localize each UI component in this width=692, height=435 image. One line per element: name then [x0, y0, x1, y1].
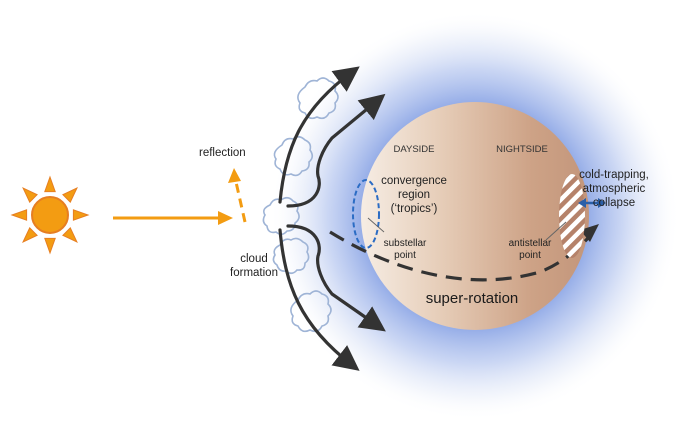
sun-ray	[22, 227, 38, 243]
cold-trap-label-line1: cold-trapping,	[579, 169, 649, 181]
sun-ray	[62, 227, 78, 243]
convergence-label-line3: (‘tropics’)	[391, 203, 438, 215]
nightside-label: NIGHTSIDE	[496, 144, 548, 155]
antistellar-label-line1: antistellar	[509, 238, 552, 249]
convergence-label-line2: region	[398, 189, 430, 201]
cloud-label-line1: cloud	[240, 253, 268, 265]
sun-ray	[62, 187, 78, 203]
cold-trap-label-line3: collapse	[593, 197, 635, 209]
reflection-arrow	[228, 168, 247, 223]
convergence-region	[352, 179, 380, 249]
substellar-label-line1: substellar	[384, 238, 427, 249]
cloud-label-line2: formation	[230, 267, 278, 279]
sun-ray	[72, 209, 90, 221]
antistellar-label-line2: point	[519, 250, 541, 261]
convergence-label-line1: convergence	[381, 175, 447, 187]
circulation-arrows	[278, 66, 386, 371]
sun-ray	[44, 175, 56, 193]
substellar-leader	[367, 217, 385, 233]
sun-ray	[10, 209, 28, 221]
reflection-label: reflection	[199, 147, 246, 159]
cold-trap-label-line2: atmospheric	[583, 183, 646, 195]
cold-trap-double-arrow	[578, 198, 606, 208]
super-rotation-label: super-rotation	[426, 290, 519, 307]
substellar-label-line2: point	[394, 250, 416, 261]
dayside-label: DAYSIDE	[393, 144, 434, 155]
cold-trap-region	[559, 174, 585, 258]
incoming-light-arrow	[113, 211, 233, 225]
antistellar-leader	[545, 221, 567, 241]
sun-icon	[10, 175, 90, 255]
sun-ray	[22, 187, 38, 203]
sun-ray	[44, 237, 56, 255]
cloud-icon	[262, 77, 339, 333]
